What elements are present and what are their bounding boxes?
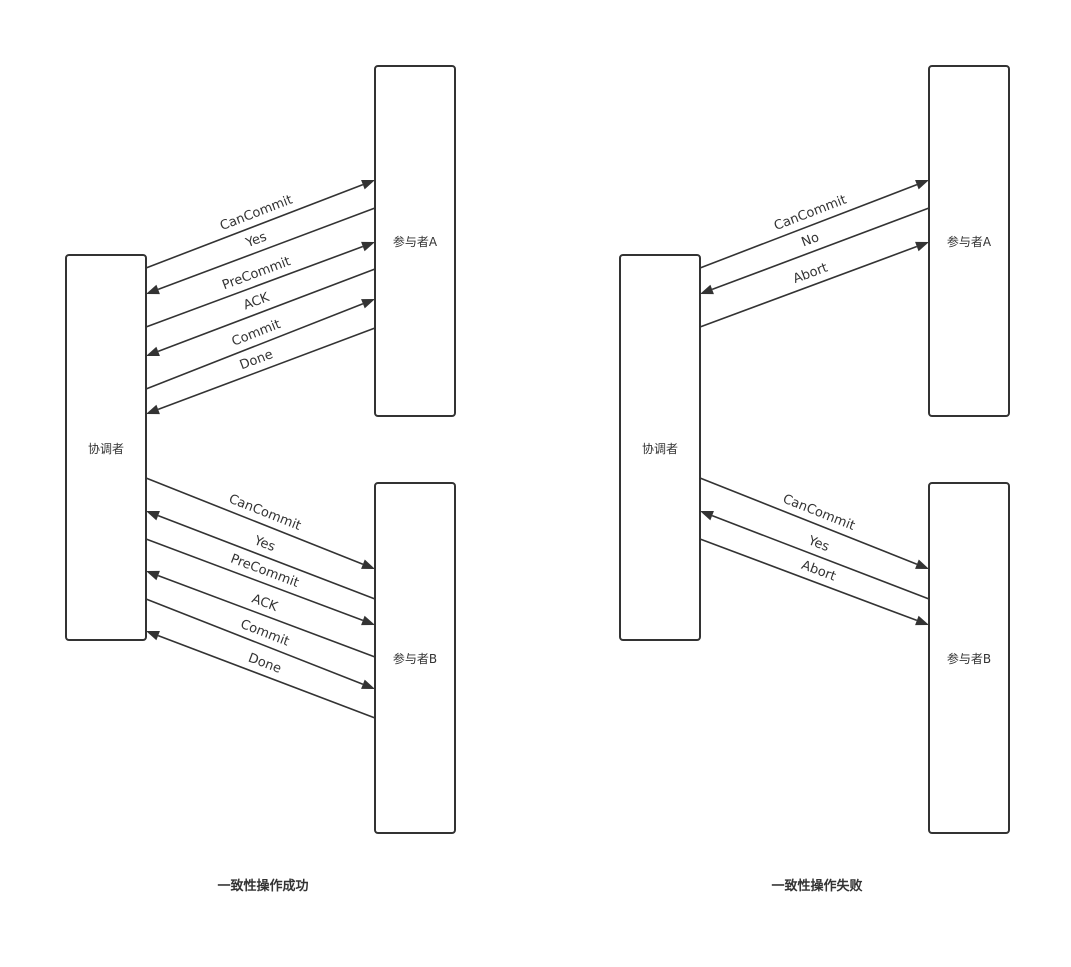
message-label: PreCommit	[228, 552, 300, 591]
diagram-caption-success: 一致性操作成功	[217, 878, 308, 894]
participant-a-label: 参与者A	[947, 234, 992, 249]
participant-a-label: 参与者A	[393, 234, 438, 249]
arrow-line	[145, 538, 364, 622]
arrowhead-icon	[700, 284, 714, 295]
message-arrow: Yes	[700, 510, 930, 600]
arrow-line	[157, 327, 376, 411]
arrowhead-icon	[146, 570, 160, 581]
message-label: Yes	[243, 229, 269, 251]
arrowhead-icon	[361, 679, 375, 689]
message-label: Yes	[251, 533, 277, 555]
arrow-line	[699, 183, 918, 269]
arrow-line	[145, 245, 364, 328]
message-label: CanCommit	[772, 193, 849, 234]
message-label: Abort	[791, 261, 830, 287]
message-label: CanCommit	[780, 492, 857, 534]
message-arrow: No	[700, 207, 930, 295]
arrow-line	[157, 268, 376, 353]
diagram-caption-failure: 一致性操作失败	[771, 878, 862, 894]
arrowhead-icon	[915, 559, 929, 569]
participant-a-box	[374, 65, 456, 417]
arrow-line	[145, 598, 364, 685]
message-arrow: Yes	[146, 510, 376, 600]
arrow-line	[157, 574, 376, 658]
arrow-line	[711, 207, 930, 291]
coordinator-label: 协调者	[642, 441, 678, 456]
message-label: CanCommit	[226, 492, 303, 534]
arrowhead-icon	[146, 346, 160, 357]
arrow-line	[699, 245, 918, 328]
arrow-line	[157, 514, 376, 600]
arrowhead-icon	[146, 404, 160, 415]
coordinator-box	[619, 254, 701, 641]
message-label: CanCommit	[218, 193, 295, 234]
arrowhead-icon	[361, 559, 375, 569]
participant-a-box	[928, 65, 1010, 417]
message-label: Done	[246, 651, 283, 677]
diagram-success: 协调者 参与者A 参与者B CanCommitYesPreCommitACKCo…	[65, 65, 456, 894]
arrowhead-icon	[146, 284, 160, 295]
arrowhead-icon	[146, 510, 160, 521]
arrow-line	[699, 538, 918, 622]
participant-b-box	[928, 482, 1010, 834]
arrowhead-icon	[361, 241, 375, 252]
message-label: PreCommit	[220, 254, 292, 293]
participant-b-box	[374, 482, 456, 834]
arrowhead-icon	[146, 630, 160, 641]
message-label: Yes	[805, 533, 831, 555]
arrow-line	[145, 303, 364, 390]
coordinator-label: 协调者	[88, 441, 124, 456]
arrow-line	[699, 477, 918, 565]
arrow-line	[145, 183, 364, 269]
arrowhead-icon	[361, 179, 375, 190]
arrowhead-icon	[915, 179, 929, 190]
arrowhead-icon	[915, 615, 929, 626]
message-arrow: Yes	[146, 207, 376, 295]
participant-b-label: 参与者B	[393, 651, 437, 666]
message-arrow: Abort	[699, 538, 929, 626]
participant-b-label: 参与者B	[947, 651, 991, 666]
arrow-line	[145, 477, 364, 565]
message-arrow: Done	[146, 327, 376, 415]
arrowhead-icon	[915, 241, 929, 252]
arrowhead-icon	[700, 510, 714, 521]
arrow-line	[711, 514, 930, 600]
coordinator-box	[65, 254, 147, 641]
message-label: No	[800, 230, 822, 250]
arrow-line	[157, 634, 376, 719]
arrow-line	[157, 207, 376, 291]
arrowhead-icon	[361, 299, 375, 309]
arrowhead-icon	[361, 615, 375, 626]
